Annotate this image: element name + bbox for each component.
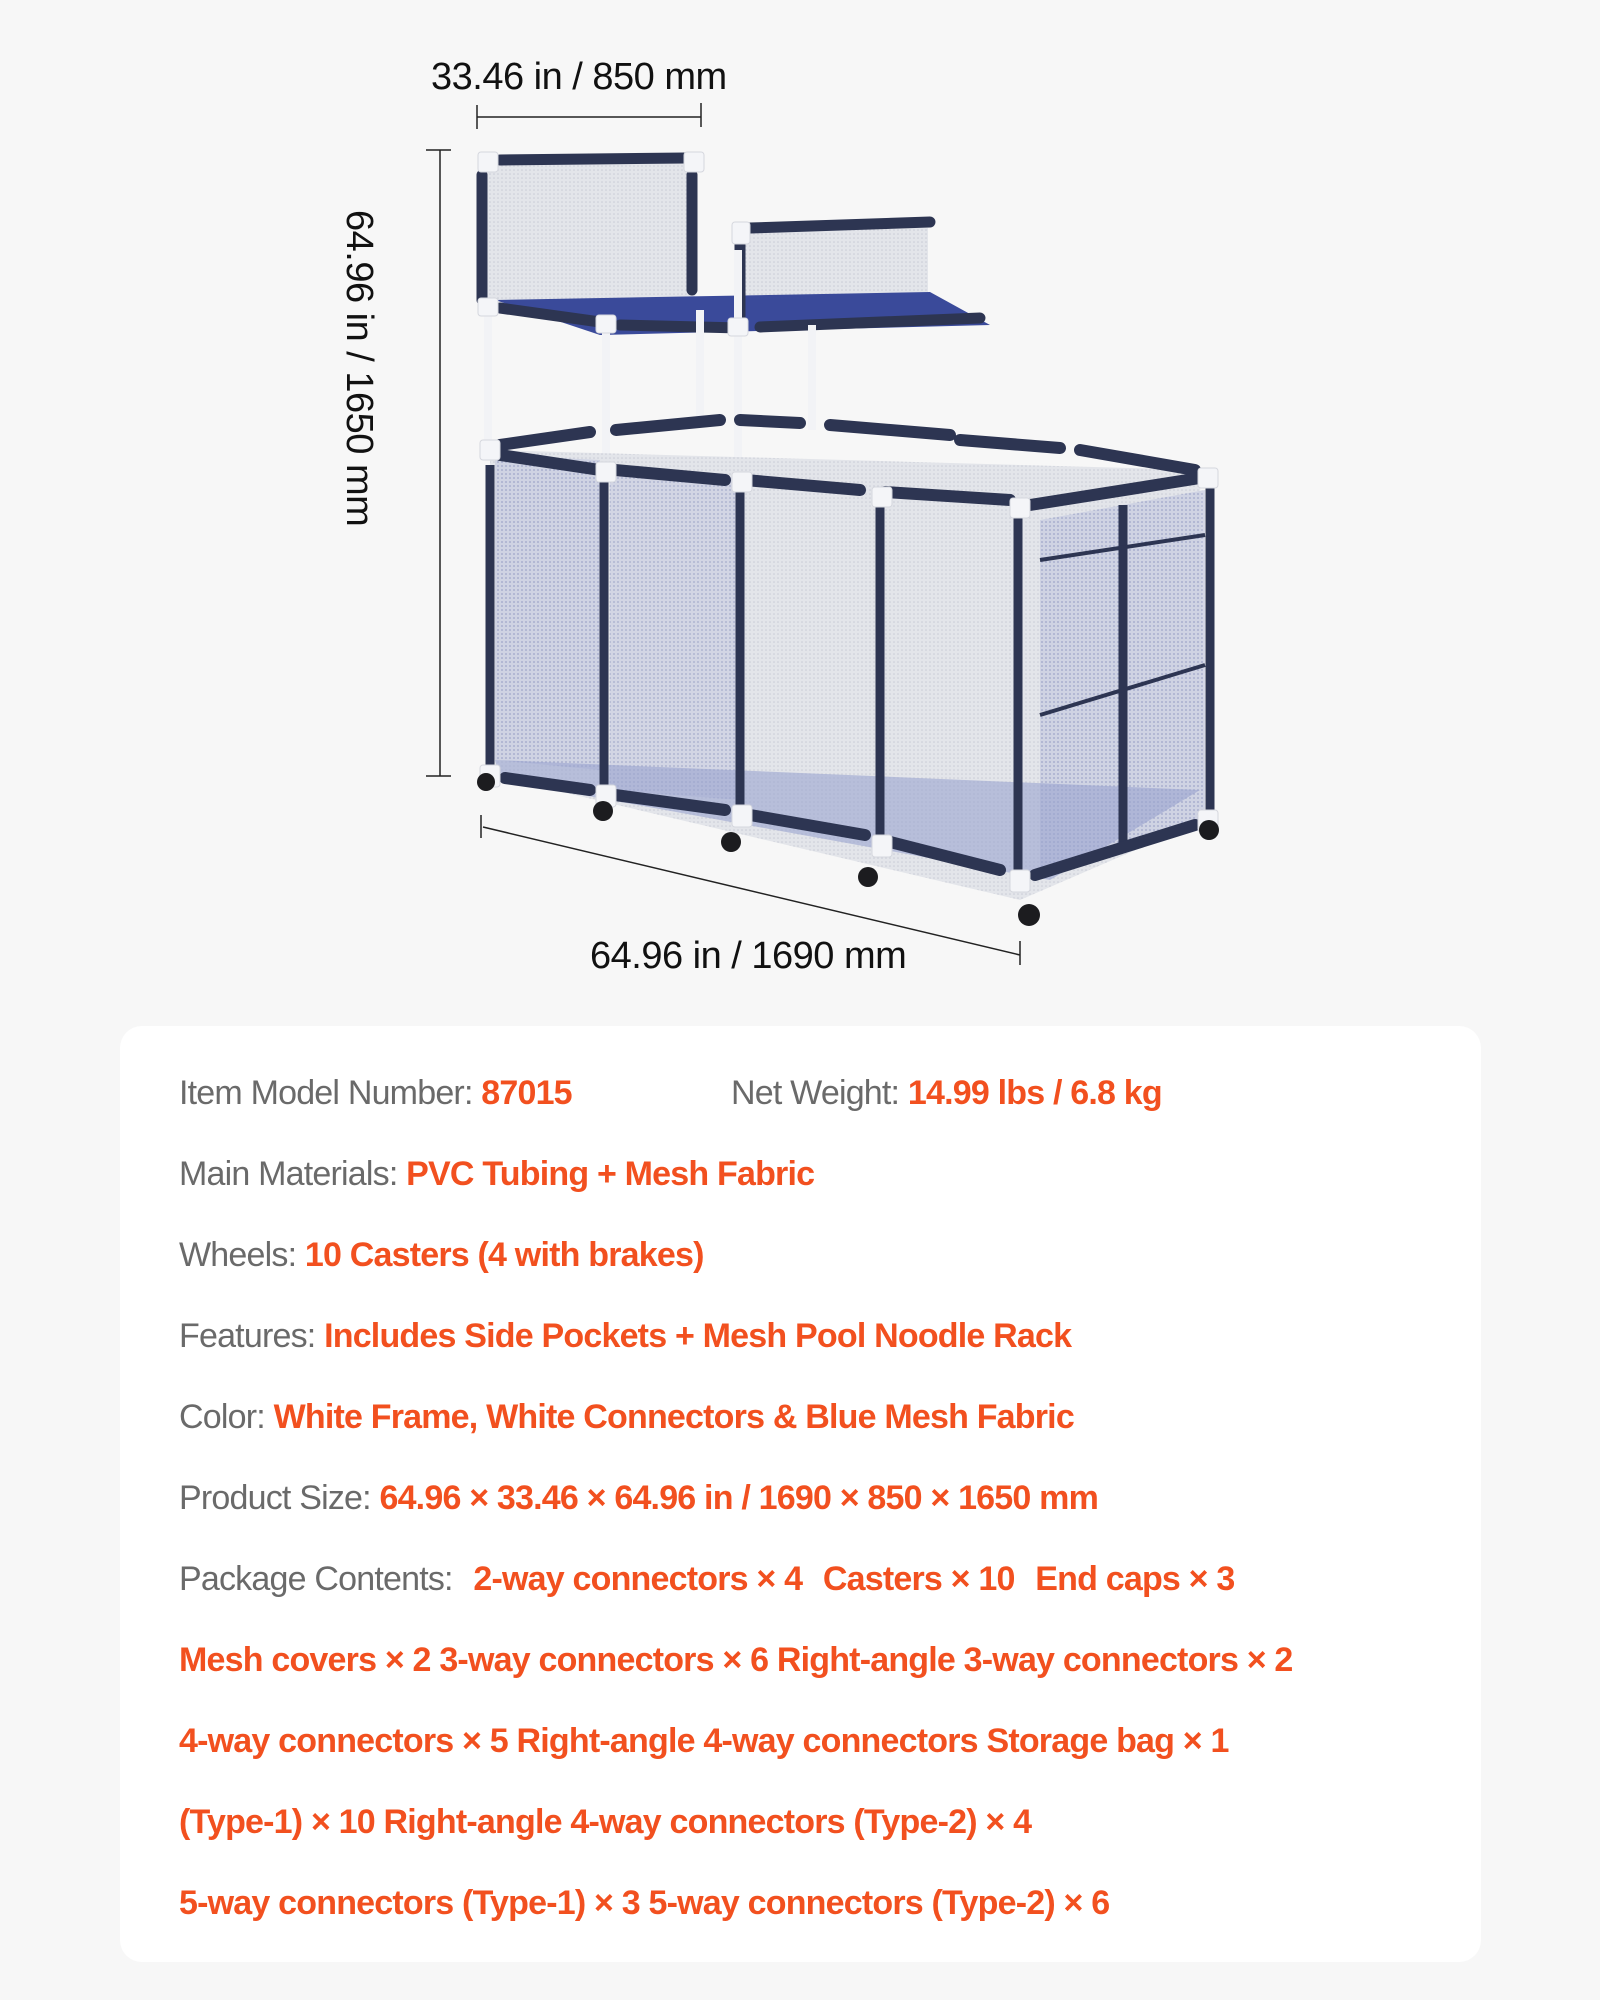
spec-row-package: Package Contents: 2-way connectors × 4 C…	[179, 1559, 1235, 1599]
package-item: Mesh covers × 2	[179, 1641, 431, 1679]
package-item: Casters × 10	[822, 1560, 1016, 1598]
spec-row-features: Features: Includes Side Pockets + Mesh P…	[179, 1316, 1072, 1356]
spec-row-weight: Net Weight: 14.99 lbs / 6.8 kg	[731, 1073, 1163, 1113]
package-label: Package Contents:	[179, 1560, 454, 1598]
spec-row-wheels: Wheels: 10 Casters (4 with brakes)	[179, 1235, 704, 1275]
materials-label: Main Materials:	[179, 1155, 398, 1193]
package-item: 4-way connectors × 5	[179, 1722, 509, 1760]
package-item: 5-way connectors (Type-2) × 6	[648, 1884, 1110, 1922]
color-label: Color:	[179, 1398, 266, 1436]
package-line: (Type-1) × 10 Right-angle 4-way connecto…	[179, 1802, 1032, 1842]
noodle-rack	[476, 152, 990, 335]
size-value: 64.96 × 33.46 × 64.96 in / 1690 × 850 × …	[379, 1479, 1099, 1517]
cart-body	[477, 151, 1219, 926]
model-value: 87015	[481, 1074, 572, 1112]
package-item: 2-way connectors × 4	[473, 1560, 803, 1598]
weight-label: Net Weight:	[731, 1074, 900, 1112]
package-line: 5-way connectors (Type-1) × 3 5-way conn…	[179, 1883, 1110, 1923]
package-item: Right-angle 3-way connectors × 2	[776, 1641, 1294, 1679]
caster-icons	[477, 773, 1219, 926]
color-value: White Frame, White Connectors & Blue Mes…	[273, 1398, 1075, 1436]
package-line: 4-way connectors × 5 Right-angle 4-way c…	[179, 1721, 1229, 1761]
weight-value: 14.99 lbs / 6.8 kg	[907, 1074, 1163, 1112]
model-label: Item Model Number:	[179, 1074, 473, 1112]
length-dimension-label: 64.96 in / 1690 mm	[590, 935, 907, 977]
package-item: Storage bag × 1	[986, 1722, 1229, 1760]
package-line: Mesh covers × 2 3-way connectors × 6 Rig…	[179, 1640, 1293, 1680]
package-item: Right-angle 4-way connectors (Type-2) × …	[383, 1803, 1032, 1841]
size-label: Product Size:	[179, 1479, 372, 1517]
package-item: Right-angle 4-way connectors	[516, 1722, 979, 1760]
height-dimension-label: 64.96 in / 1650 mm	[338, 210, 380, 527]
product-image	[426, 103, 1219, 965]
dimension-lines	[426, 103, 1021, 965]
package-item: (Type-1) × 10	[179, 1803, 376, 1841]
materials-value: PVC Tubing + Mesh Fabric	[406, 1155, 815, 1193]
features-value: Includes Side Pockets + Mesh Pool Noodle…	[324, 1317, 1072, 1355]
package-item: End caps × 3	[1035, 1560, 1235, 1598]
width-dimension-label: 33.46 in / 850 mm	[431, 56, 727, 98]
wheels-label: Wheels:	[179, 1236, 297, 1274]
package-item: 3-way connectors × 6	[439, 1641, 769, 1679]
features-label: Features:	[179, 1317, 316, 1355]
spec-row-color: Color: White Frame, White Connectors & B…	[179, 1397, 1075, 1437]
spec-card: Item Model Number: 87015 Net Weight: 14.…	[120, 1026, 1481, 1962]
spec-row-model: Item Model Number: 87015	[179, 1073, 573, 1113]
spec-row-size: Product Size: 64.96 × 33.46 × 64.96 in /…	[179, 1478, 1099, 1518]
spec-row-materials: Main Materials: PVC Tubing + Mesh Fabric	[179, 1154, 815, 1194]
wheels-value: 10 Casters (4 with brakes)	[304, 1236, 705, 1274]
package-item: 5-way connectors (Type-1) × 3	[179, 1884, 641, 1922]
